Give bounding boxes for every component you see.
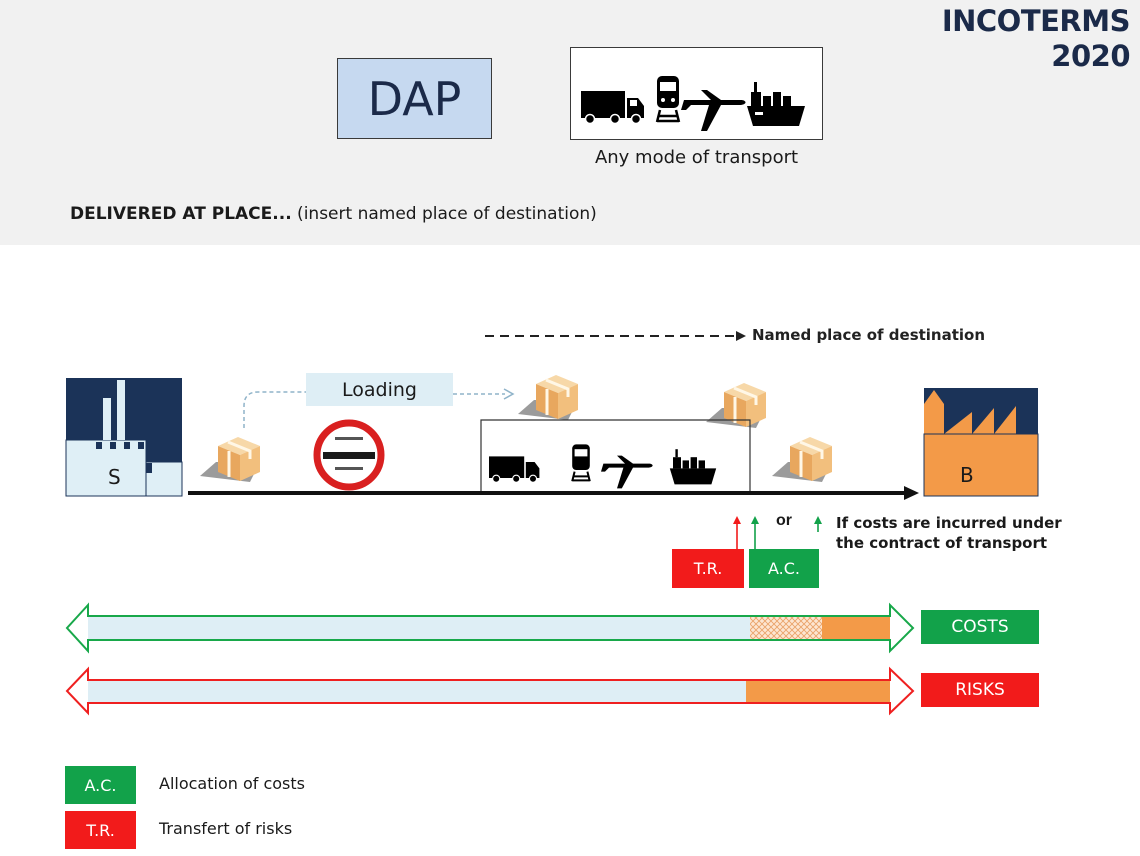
transport-caption: Any mode of transport [594,147,799,168]
cost-allocation-tag: A.C. [749,549,819,588]
alt-cost-transfer-pointer [814,516,822,532]
train-icon [571,444,591,482]
term-placeholder: (insert named place of destination) [291,204,597,224]
seller-building [65,378,183,497]
risks-bar [65,666,915,716]
loading-path [243,388,515,428]
seller-label: S [108,465,121,489]
costs-bar [65,602,915,654]
term-definition: DELIVERED AT PLACE... (insert named plac… [70,204,597,224]
legend-tr-tag: T.R. [65,811,136,849]
term-name: DELIVERED AT PLACE... [70,204,292,224]
legend-ac-tag: A.C. [65,766,136,804]
transport-mode-box [570,47,823,140]
costs-label: COSTS [921,610,1039,644]
brand-line-2: 2020 [1051,39,1130,73]
risk-transfer-tag: T.R. [672,549,744,588]
brand-title: INCOTERMS 2020 [941,4,1131,74]
note-line-2: the contract of transport [836,534,1048,552]
timeline-arrow [188,486,919,500]
truck-icon [489,456,540,484]
main-carriage-icons [489,444,717,489]
plane-icon [681,90,746,131]
note-line-1: If costs are incurred under [836,514,1062,532]
ship-icon [669,449,717,485]
truck-icon [581,91,644,125]
package-icon [772,435,834,483]
loading-label: Loading [306,373,453,406]
package-icon [706,381,768,429]
brand-line-1: INCOTERMS [941,4,1131,38]
legend-ac-text: Allocation of costs [159,774,305,793]
package-icon [200,435,262,483]
plane-icon [601,455,653,489]
export-customs-icon [313,419,385,491]
buyer-label: B [960,463,974,487]
main-carriage-box [480,419,751,492]
ship-icon [747,82,805,126]
risk-transfer-pointer [733,516,741,549]
destination-label: Named place of destination [752,326,986,344]
transport-cost-note: If costs are incurred under the contract… [836,513,1062,553]
cost-transfer-pointer [751,516,759,549]
train-icon [655,76,681,123]
risks-label: RISKS [921,673,1039,707]
destination-arrow [485,331,746,341]
legend-tr-text: Transfert of risks [159,819,293,838]
rule-code-box: DAP [337,58,492,139]
package-icon [518,373,580,421]
or-label: or [776,512,792,529]
buyer-building [923,388,1039,497]
